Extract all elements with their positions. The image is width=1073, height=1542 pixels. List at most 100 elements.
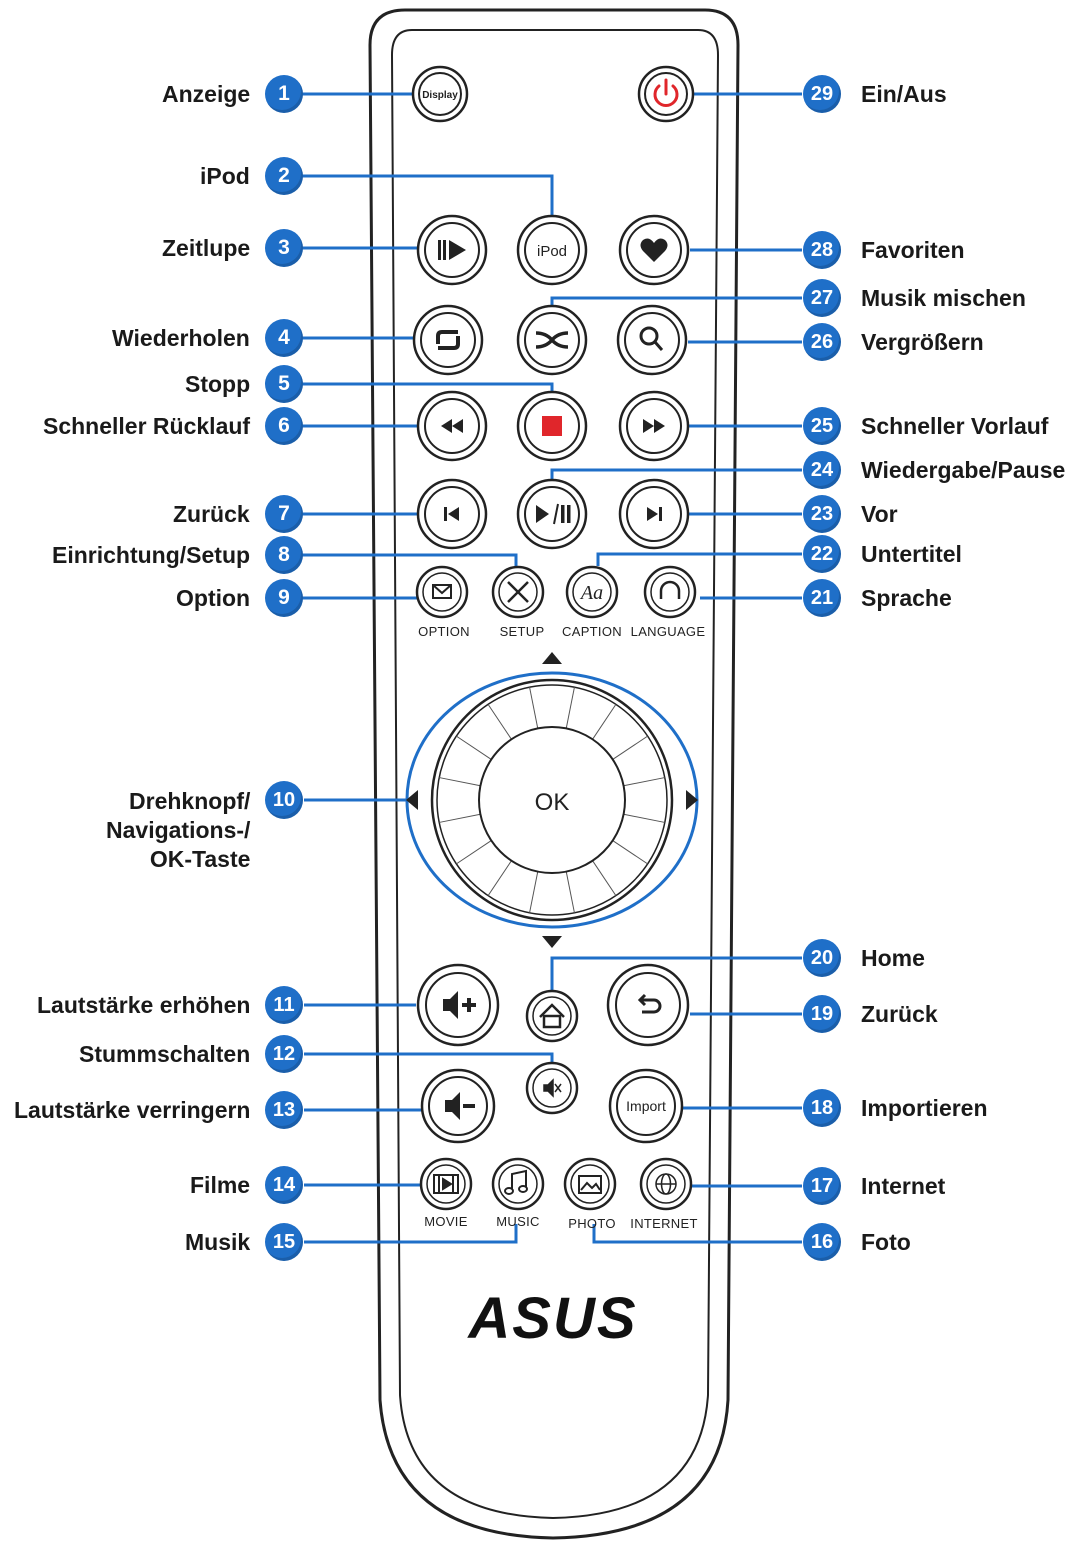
wheel-segment-line [565, 871, 575, 913]
left-label-6: Schneller Rücklauf [43, 413, 251, 439]
rewind-button[interactable] [416, 390, 488, 462]
ok-button[interactable]: OK [478, 726, 626, 874]
favorites-button[interactable] [618, 214, 690, 286]
movie-button[interactable] [419, 1157, 473, 1211]
left-label-13: Lautstärke verringern [14, 1097, 251, 1123]
zoom-button[interactable] [616, 304, 688, 376]
left-label-4: Wiederholen [112, 325, 250, 351]
internet-button[interactable] [639, 1157, 693, 1211]
left-label-2: iPod [200, 163, 250, 189]
internet-caption: INTERNET [630, 1216, 697, 1231]
callout-badge-25: 25 [803, 407, 841, 445]
stop-icon [542, 416, 562, 436]
callout-badge-8: 8 [265, 536, 303, 574]
caption-button[interactable]: Aa [565, 565, 619, 619]
leader-lines [302, 92, 802, 1244]
wheel-segment-line [456, 840, 492, 865]
display-button[interactable]: Display [411, 65, 469, 123]
wheel-segment-line [623, 777, 665, 787]
callout-badge-29: 29 [803, 75, 841, 113]
callout-badge-1: 1 [265, 75, 303, 113]
tools-icon [507, 581, 529, 603]
power-button[interactable] [637, 65, 695, 123]
shuffle-button[interactable] [516, 304, 588, 376]
repeat-button[interactable] [412, 304, 484, 376]
right-label-16: Foto [861, 1229, 911, 1255]
callout-badge-12: 12 [265, 1035, 303, 1073]
left-label-5: Stopp [185, 371, 251, 397]
callout-badge-28: 28 [803, 231, 841, 269]
slow-motion-button[interactable] [416, 214, 488, 286]
play-pause-button[interactable] [516, 478, 588, 550]
language-button[interactable] [643, 565, 697, 619]
wheel-segment-line [592, 860, 617, 896]
svg-text:Display: Display [422, 90, 458, 101]
wheel-segment-line [592, 704, 617, 740]
wheel-segment-line [529, 871, 539, 913]
arrow-up-icon[interactable] [542, 652, 562, 664]
callout-badge-23: 23 [803, 495, 841, 533]
left-label-15: Musik [185, 1229, 251, 1255]
left-label-3: Zeitlupe [162, 235, 251, 261]
left-label-14: Filme [190, 1172, 251, 1198]
callout-badge-9: 9 [265, 579, 303, 617]
music-button[interactable] [491, 1157, 545, 1211]
right-label-27: Musik mischen [861, 285, 1026, 311]
callout-badge-3: 3 [265, 229, 303, 267]
home-button[interactable] [525, 989, 579, 1043]
magnifier-icon [639, 326, 664, 351]
callout-badge-22: 22 [803, 535, 841, 573]
ipod-button[interactable]: iPod [516, 214, 588, 286]
power-icon [653, 78, 679, 107]
mute-icon [543, 1078, 562, 1098]
callout-badge-16: 16 [803, 1223, 841, 1261]
left-label-11: Lautstärke erhöhen [37, 992, 251, 1018]
skip-back-icon [444, 507, 459, 521]
previous-button[interactable] [416, 478, 488, 550]
callout-badge-13: 13 [265, 1091, 303, 1129]
arrow-down-icon[interactable] [542, 936, 562, 948]
back-arrow-icon [637, 993, 662, 1014]
envelope-icon [432, 584, 452, 599]
movie-caption: MOVIE [424, 1214, 467, 1229]
right-label-21: Sprache [861, 585, 952, 611]
music-caption: MUSIC [496, 1214, 539, 1229]
stop-button[interactable] [516, 390, 588, 462]
arrow-left-icon[interactable] [406, 790, 418, 810]
svg-text:OK: OK [535, 789, 570, 816]
callout-badge-15: 15 [265, 1223, 303, 1261]
callout-badge-2: 2 [265, 157, 303, 195]
photo-button[interactable] [563, 1157, 617, 1211]
globe-icon [655, 1173, 677, 1195]
arrow-right-icon[interactable] [686, 790, 698, 810]
volume-up-button[interactable] [416, 963, 500, 1047]
right-label-24: Wiedergabe/Pause [861, 457, 1066, 483]
volume-down-button[interactable] [420, 1068, 496, 1144]
back-button[interactable] [606, 963, 690, 1047]
photo-icon [578, 1175, 602, 1194]
wheel-segment-line [487, 860, 512, 896]
fast-forward-button[interactable] [618, 390, 690, 462]
next-button[interactable] [618, 478, 690, 550]
right-label-22: Untertitel [861, 541, 962, 567]
import-button[interactable]: Import [608, 1068, 684, 1144]
option-button[interactable] [415, 565, 469, 619]
setup-button[interactable] [491, 565, 545, 619]
home-icon [539, 1003, 565, 1029]
language-caption: LANGUAGE [631, 624, 706, 639]
shuffle-icon [535, 331, 569, 349]
left-label-9: Option [176, 585, 251, 611]
left-label-12: Stummschalten [79, 1041, 251, 1067]
mute-button[interactable] [525, 1061, 579, 1115]
callout-badge-18: 18 [803, 1089, 841, 1127]
repeat-icon [436, 330, 460, 350]
left-label-10: Drehknopf/ Navigations-/ OK-Taste [106, 788, 251, 872]
callout-badge-5: 5 [265, 365, 303, 403]
callout-badge-6: 6 [265, 407, 303, 445]
remote-body-inner [390, 29, 720, 1520]
slow-motion-icon [438, 240, 466, 260]
callout-badge-26: 26 [803, 323, 841, 361]
wheel-segment-line [456, 735, 492, 760]
music-note-icon [504, 1169, 528, 1195]
